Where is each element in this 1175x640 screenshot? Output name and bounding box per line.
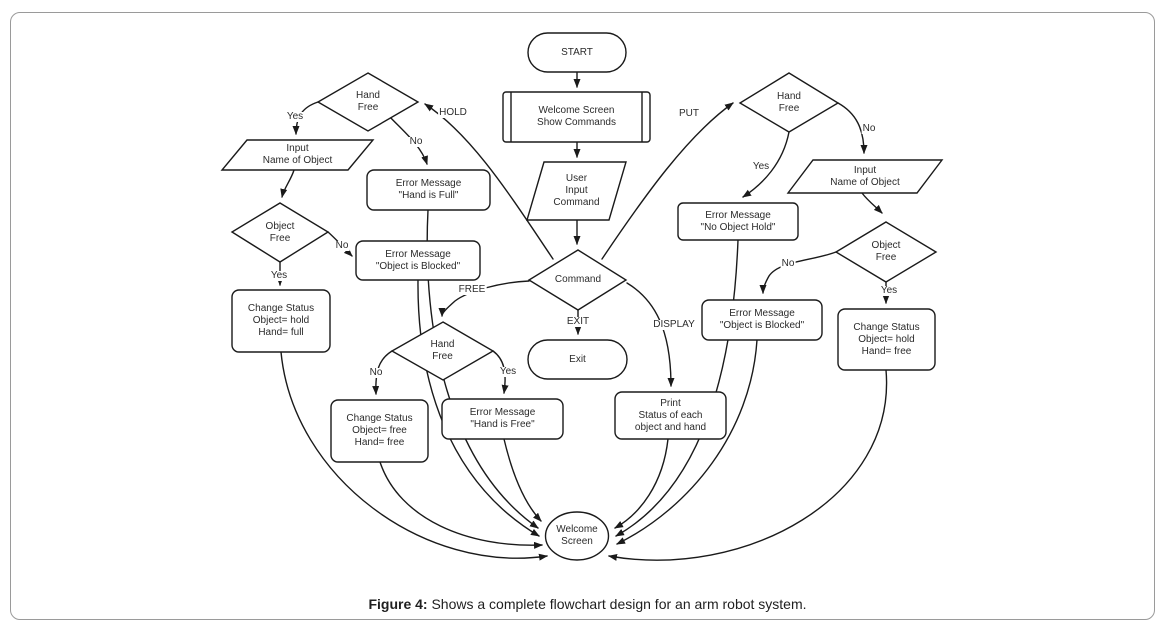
edge-label-yes-hand-free-right: Yes — [751, 161, 771, 172]
error-object-blocked-right-shape — [701, 299, 823, 341]
edge-label-no-hand-free-left: No — [408, 136, 424, 147]
error-no-object-hold-shape — [677, 202, 799, 241]
exit-terminator-shape — [527, 339, 628, 380]
edge-label-display: DISPLAY — [652, 319, 696, 330]
hand-free-bottom-diamond-shape — [390, 321, 495, 381]
edge-inputname-right-to-objectfree — [861, 192, 883, 214]
figure-caption: Figure 4: Shows a complete flowchart des… — [0, 596, 1175, 612]
edge-label-no-object-free-left: No — [334, 240, 350, 251]
edge-print-to-welcomescreen — [614, 438, 669, 529]
edge-label-no-hand-free-bottom: No — [368, 367, 384, 378]
hand-free-left-diamond-shape — [316, 72, 420, 132]
change-status-hold-free-shape — [837, 308, 936, 371]
user-input-parallelogram-shape — [526, 161, 627, 221]
edge-command-free — [438, 280, 530, 317]
edge-changeholdfree-to-welcomescreen — [608, 369, 888, 561]
command-diamond-shape — [527, 249, 628, 311]
edge-handfree-bottom-no — [372, 350, 393, 395]
edge-objectfree-right-no — [759, 251, 837, 294]
edge-label-free: FREE — [457, 284, 487, 295]
error-object-blocked-left-shape — [355, 240, 481, 281]
edge-changeholdfull-to-welcomescreen — [280, 351, 548, 561]
input-name-right-parallelogram-shape — [786, 159, 944, 194]
edge-command-display — [626, 282, 675, 387]
edge-inputname-left-to-objectfree — [280, 169, 295, 198]
error-hand-is-free-shape — [441, 398, 564, 440]
change-status-hold-full-shape — [231, 289, 331, 353]
edge-handfree-right-no — [837, 102, 868, 154]
edge-label-yes-object-free-left: Yes — [269, 270, 289, 281]
figure-caption-label: Figure 4: — [368, 596, 428, 612]
edge-label-yes-object-free-right: Yes — [879, 285, 899, 296]
edge-label-no-object-free-right: No — [780, 258, 796, 269]
edge-label-yes-hand-free-left: Yes — [285, 111, 305, 122]
hand-free-right-diamond-shape — [738, 72, 840, 133]
object-free-left-diamond-shape — [230, 202, 330, 263]
edge-errhandfree-to-welcomescreen — [503, 438, 542, 522]
edge-label-yes-hand-free-bottom: Yes — [498, 366, 518, 377]
edge-errnoobjhold-to-welcomescreen — [615, 239, 739, 537]
change-status-free-free-shape — [330, 399, 429, 463]
input-name-left-parallelogram-shape — [220, 139, 375, 171]
figure-caption-text: Shows a complete flowchart design for an… — [427, 596, 807, 612]
edge-changefreefree-to-welcomescreen — [379, 461, 543, 549]
error-hand-full-shape — [366, 169, 491, 211]
welcome-screen-ellipse-shape — [544, 511, 610, 561]
edge-label-put: PUT — [678, 108, 700, 119]
edge-command-put — [601, 102, 734, 260]
welcome-commands-shape — [502, 91, 651, 143]
edge-errblocked-right-to-welcomescreen — [616, 339, 758, 545]
print-status-shape — [614, 391, 727, 440]
edge-label-no-hand-free-right: No — [861, 123, 877, 134]
edge-label-exit: EXIT — [565, 316, 591, 327]
node-shapes — [220, 32, 944, 561]
edge-label-hold: HOLD — [438, 107, 468, 118]
edge-handfree-right-yes — [742, 131, 790, 198]
start-terminator-shape — [527, 32, 627, 73]
object-free-right-diamond-shape — [834, 221, 938, 283]
